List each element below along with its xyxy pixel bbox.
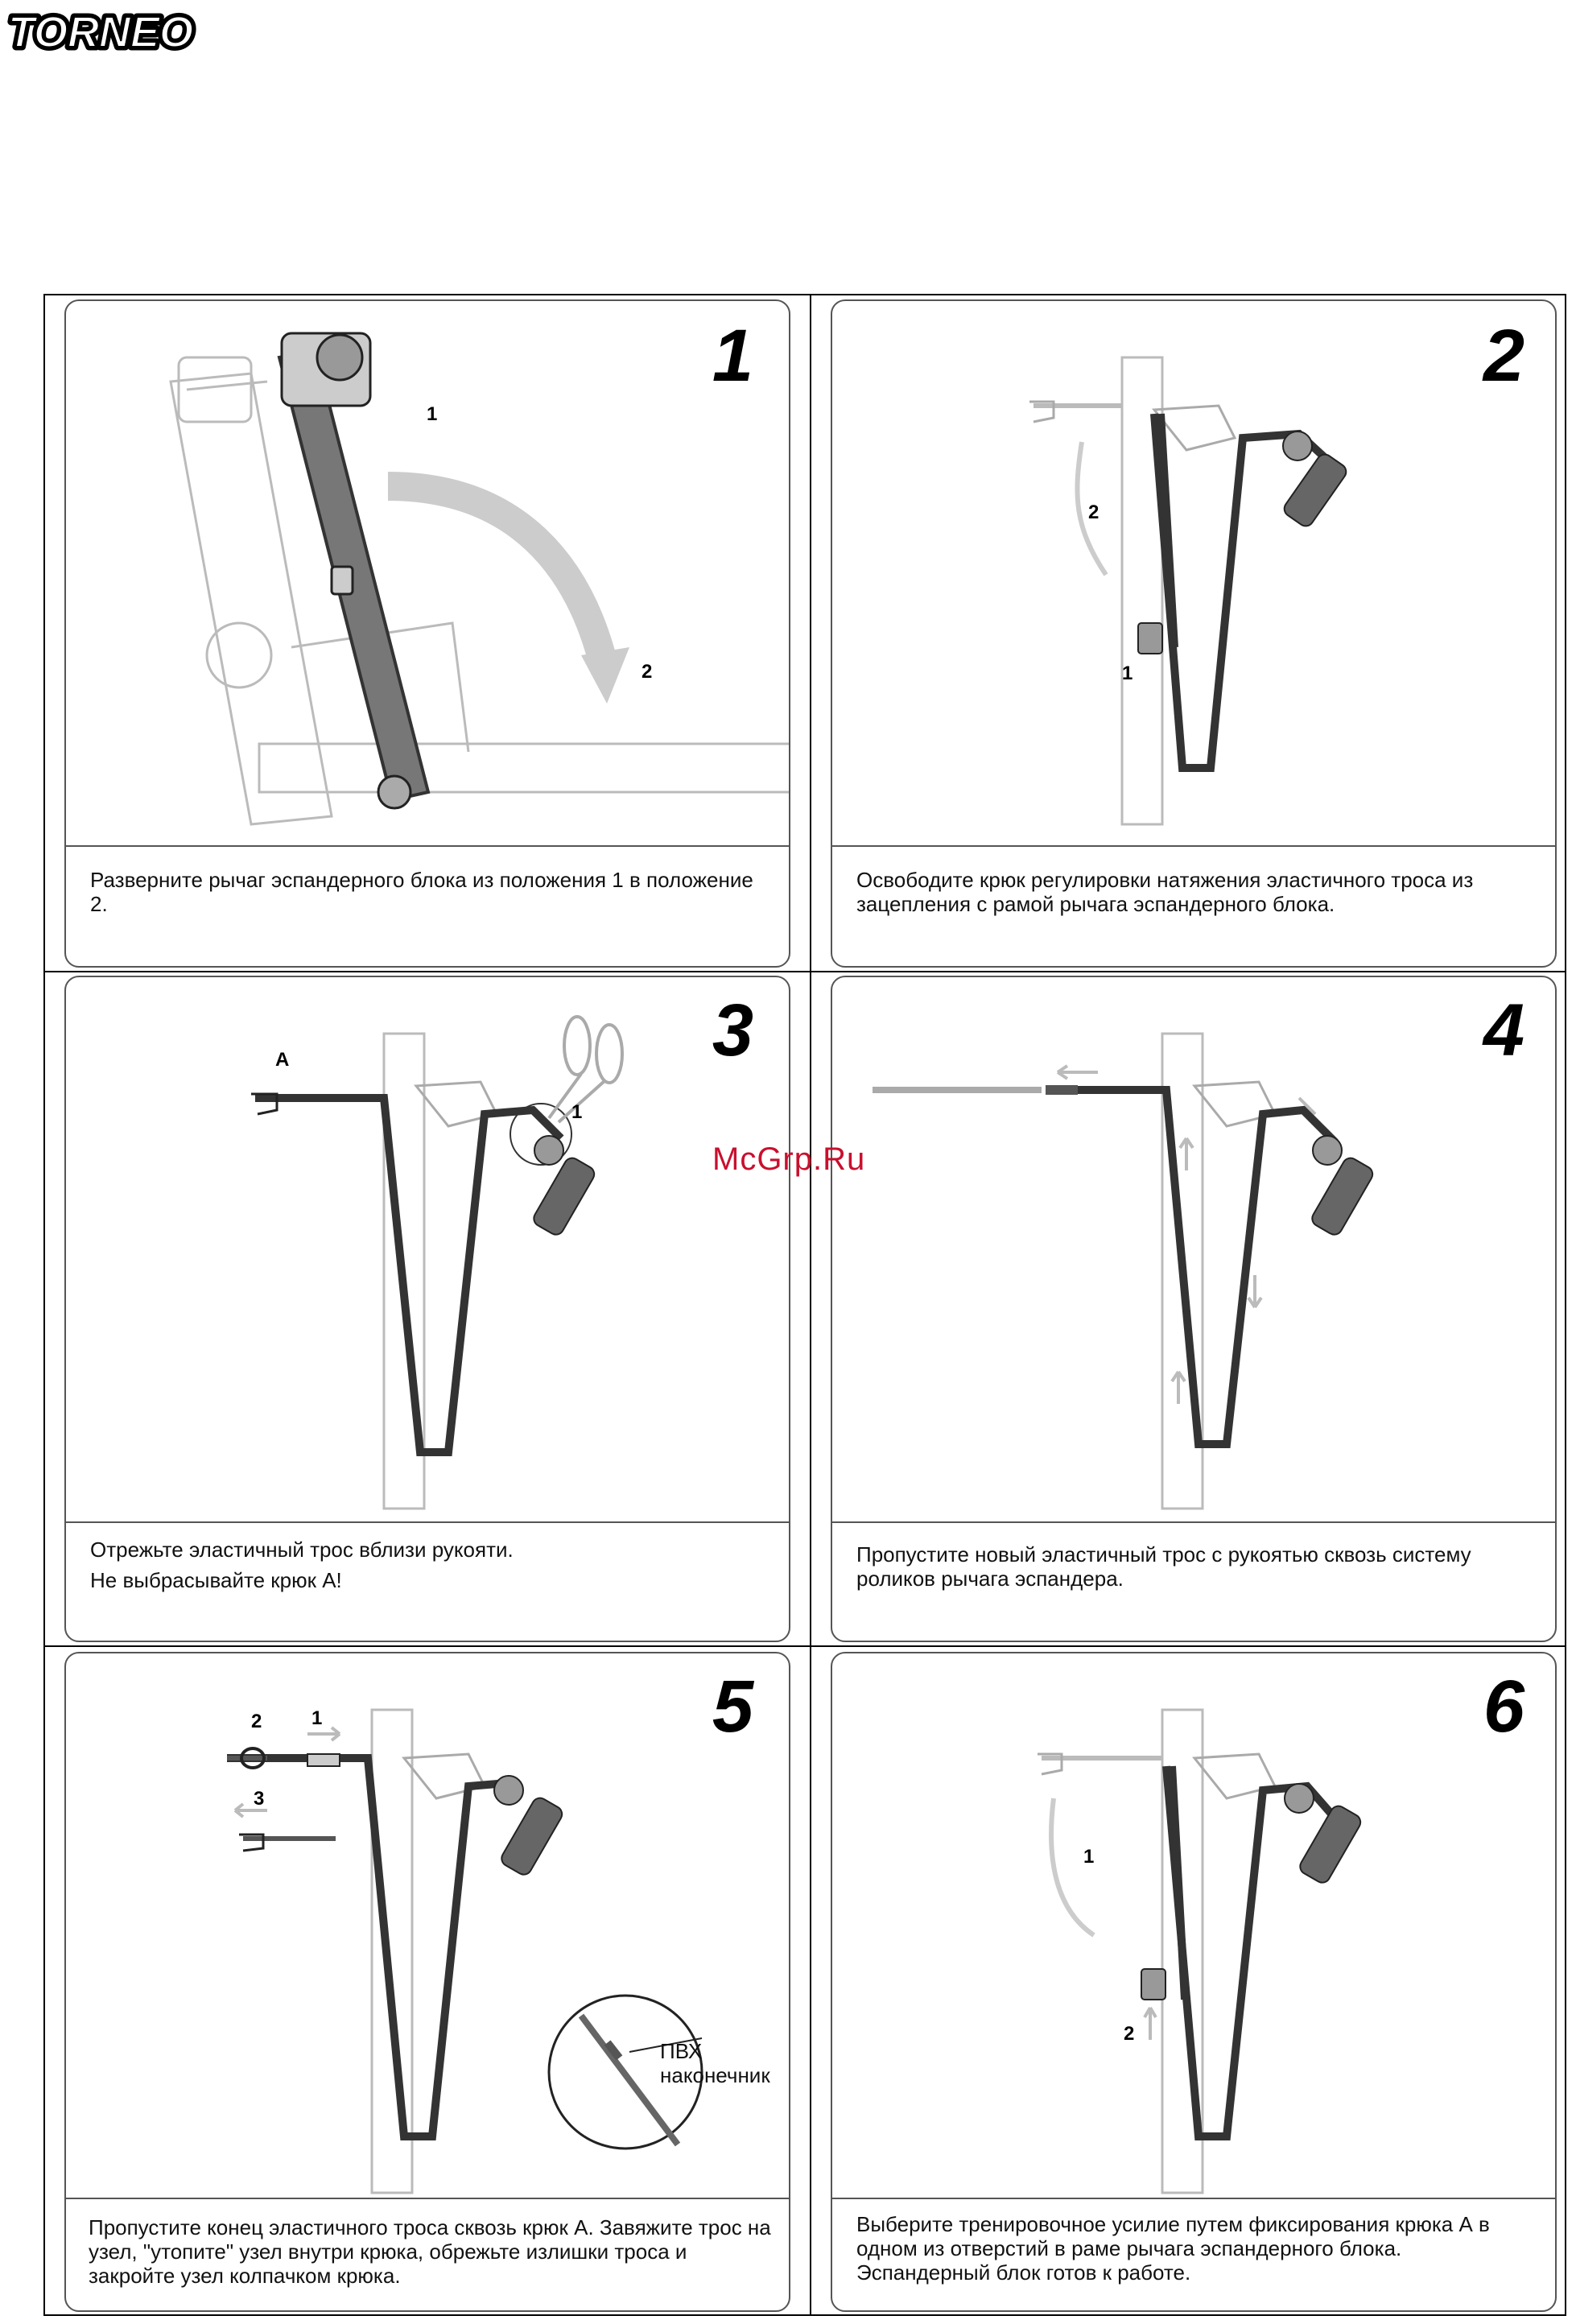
step-5-callout-line-1: ПВХ bbox=[660, 2039, 702, 2063]
step-1-caption-line: Разверните рычаг эспандерного блока из п… bbox=[90, 868, 753, 916]
step-2-label-2: 2 bbox=[1088, 502, 1099, 523]
step-2-caption: Освободите крюк регулировки натяжения эл… bbox=[832, 845, 1555, 966]
step-2-illustration: 2 1 bbox=[1029, 356, 1347, 826]
grid-divider-row-2 bbox=[43, 1645, 1566, 1647]
step-6-caption-line-1: Выберите тренировочное усилие путем фикс… bbox=[856, 2212, 1490, 2260]
step-5-caption: Пропустите конец эластичного троса сквоз… bbox=[66, 2198, 789, 2310]
step-4-panel: 4 Пропустите новый эластичный трос с рук… bbox=[831, 976, 1557, 1642]
step-6-label-1: 1 bbox=[1083, 1846, 1094, 1868]
step-2-number: 2 bbox=[1483, 315, 1524, 397]
step-4-illustration bbox=[873, 1032, 1374, 1510]
step-3-panel: A 1 3 Отрежьте эластичный трос вблизи ру… bbox=[64, 976, 790, 1642]
step-3-caption-line-2: Не выбрасывайте крюк А! bbox=[90, 1568, 342, 1592]
step-5-label-3: 3 bbox=[254, 1788, 264, 1810]
step-5-label-1: 1 bbox=[311, 1707, 322, 1729]
step-1-illustration: 1 2 bbox=[169, 332, 789, 826]
step-5-label-2: 2 bbox=[251, 1711, 262, 1732]
step-5-caption-line: Пропустите конец эластичного троса сквоз… bbox=[89, 2215, 771, 2288]
step-6-number: 6 bbox=[1483, 1666, 1524, 1748]
step-1-label-1: 1 bbox=[427, 403, 437, 425]
step-2-panel: 2 1 2 Освободите крюк регулировки натяже… bbox=[831, 299, 1557, 968]
step-5-callout-line-2: наконечник bbox=[660, 2063, 770, 2087]
step-3-caption-line-1: Отрежьте эластичный трос вблизи рукояти. bbox=[90, 1538, 514, 1562]
step-3-caption: Отрежьте эластичный трос вблизи рукояти.… bbox=[66, 1521, 789, 1641]
grid-divider-vertical bbox=[810, 294, 811, 2316]
step-2-label-1: 1 bbox=[1122, 663, 1132, 684]
step-5-illustration: 2 1 3 ПВХ наконечник bbox=[227, 1707, 770, 2194]
step-4-caption-line: Пропустите новый эластичный трос с рукоя… bbox=[856, 1542, 1471, 1591]
step-5-panel: 2 1 3 ПВХ наконечник 5 Пропустите конец … bbox=[64, 1652, 790, 2312]
instruction-grid bbox=[43, 294, 1566, 2316]
svg-text:TORNEO: TORNEO bbox=[8, 8, 193, 56]
svg-text:TORNEO: TORNEO bbox=[8, 8, 193, 56]
grid-divider-row-1 bbox=[43, 971, 1566, 972]
step-6-caption-line-2: Эспандерный блок готов к работе. bbox=[856, 2260, 1191, 2285]
step-4-caption: Пропустите новый эластичный трос с рукоя… bbox=[832, 1521, 1555, 1641]
step-3-number: 3 bbox=[712, 989, 753, 1071]
step-6-caption: Выберите тренировочное усилие путем фикс… bbox=[832, 2198, 1555, 2310]
step-6-label-2: 2 bbox=[1124, 2023, 1134, 2045]
step-1-panel: 1 2 1 Разверните рычаг эспандерного блок… bbox=[64, 299, 790, 968]
step-2-caption-line: Освободите крюк регулировки натяжения эл… bbox=[856, 868, 1474, 916]
step-1-label-2: 2 bbox=[642, 661, 652, 683]
step-4-number: 4 bbox=[1483, 989, 1524, 1071]
step-3-label-a: A bbox=[275, 1049, 289, 1071]
step-3-illustration: A 1 bbox=[251, 1015, 624, 1510]
step-5-number: 5 bbox=[712, 1666, 753, 1748]
step-1-number: 1 bbox=[712, 315, 753, 397]
step-6-illustration: 1 2 bbox=[1038, 1708, 1362, 2194]
step-1-caption: Разверните рычаг эспандерного блока из п… bbox=[66, 845, 789, 966]
step-3-label-1: 1 bbox=[571, 1101, 582, 1123]
watermark: McGrp.Ru bbox=[712, 1141, 866, 1177]
torneo-logo: TORNEO TORNEO bbox=[5, 6, 197, 56]
step-6-panel: 1 2 6 Выберите тренировочное усилие путе… bbox=[831, 1652, 1557, 2312]
